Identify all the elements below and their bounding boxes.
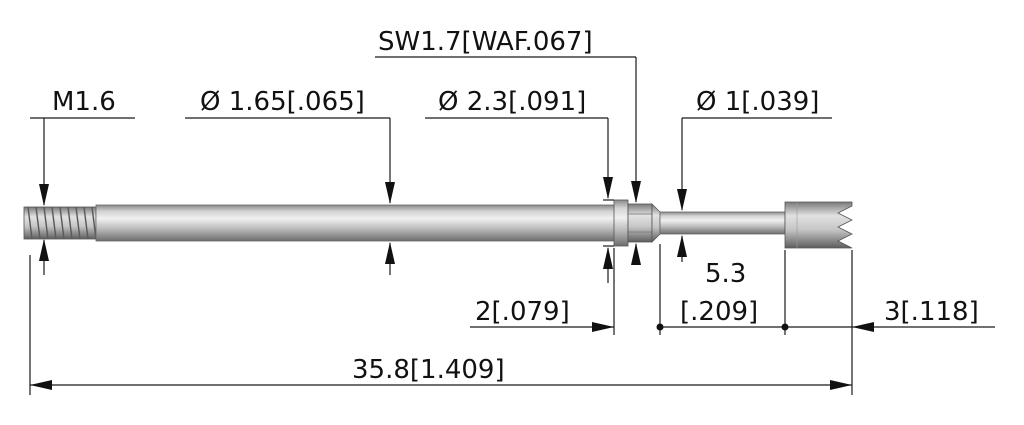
tip-length-label: 3[.118] xyxy=(884,297,979,327)
overall-length-label: 35.8[1.409] xyxy=(352,355,505,385)
thread-section xyxy=(23,206,97,240)
neck-length-top-label: 5.3 xyxy=(705,259,746,289)
neck xyxy=(659,211,786,235)
main-shaft xyxy=(95,204,617,242)
tip-diameter-label: Ø 1[.039] xyxy=(696,87,819,117)
dimension-lines xyxy=(29,56,995,395)
shaft-diameter-label: Ø 1.65[.065] xyxy=(200,87,365,117)
arrowheads xyxy=(30,177,874,390)
probe-part xyxy=(23,199,853,249)
collar-length-label: 2[.079] xyxy=(475,297,570,327)
chamfer xyxy=(651,203,661,243)
crown-tip xyxy=(784,201,853,249)
thread-label: M1.6 xyxy=(52,87,116,117)
collar xyxy=(613,199,629,247)
wrench-flat xyxy=(627,203,653,243)
neck-length-bottom-label: [.209] xyxy=(680,297,758,327)
wrench-flat-label: SW1.7[WAF.067] xyxy=(378,27,593,57)
collar-diameter-label: Ø 2.3[.091] xyxy=(438,87,586,117)
